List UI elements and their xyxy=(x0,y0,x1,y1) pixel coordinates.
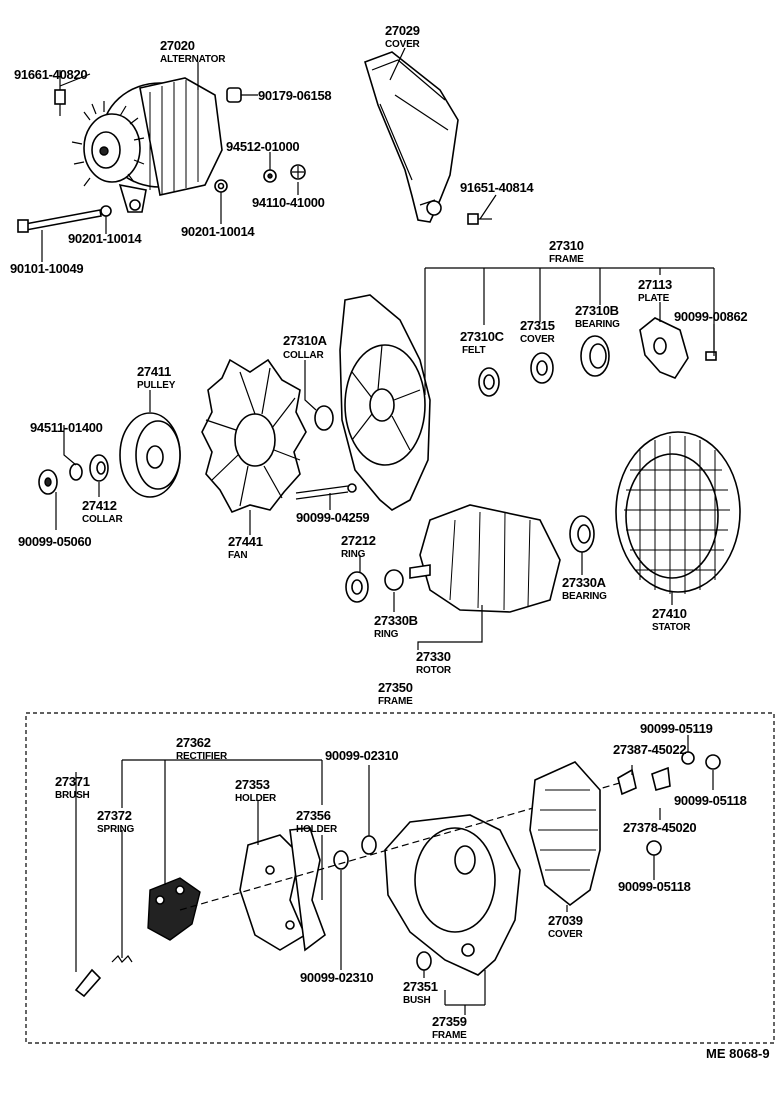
label-27315-name: COVER xyxy=(520,334,556,345)
label-27372-name: SPRING xyxy=(97,824,135,835)
label-27411-name: PULLEY xyxy=(137,380,176,391)
label-94511-01400: 94511-01400 xyxy=(30,420,103,435)
label-27359: 27359 xyxy=(432,1014,467,1029)
middle-parts-drawing xyxy=(38,294,741,613)
label-27212: 27212 xyxy=(341,533,376,548)
label-27351-name: BUSH xyxy=(403,995,431,1006)
label-27353-name: HOLDER xyxy=(235,793,277,804)
label-27411: 27411 xyxy=(137,364,171,379)
label-27330: 27330 xyxy=(416,649,451,664)
label-94512-01000: 94512-01000 xyxy=(226,139,299,154)
label-27353: 27353 xyxy=(235,777,270,792)
label-27330B: 27330B xyxy=(374,613,418,628)
label-90101-10049: 90101-10049 xyxy=(10,261,83,276)
label-27029-name: COVER xyxy=(385,39,421,50)
label-90201-10014-right: 90201-10014 xyxy=(181,224,255,239)
rear-frame-assembly-drawing xyxy=(25,712,775,1044)
label-27113: 27113 xyxy=(638,277,672,292)
label-27310B: 27310B xyxy=(575,303,619,318)
label-27410-name: STATOR xyxy=(652,622,691,633)
label-27330A-name: BEARING xyxy=(562,591,607,602)
label-27350: 27350 xyxy=(378,680,413,695)
label-94110-41000: 94110-41000 xyxy=(252,195,325,210)
label-27113-name: PLATE xyxy=(638,293,670,304)
label-27387-45022: 27387-45022 xyxy=(613,742,686,757)
label-27039-name: COVER xyxy=(548,929,584,940)
label-90099-02310-bottom: 90099-02310 xyxy=(300,970,373,985)
label-27310C: 27310C xyxy=(460,329,505,344)
label-90201-10014-left: 90201-10014 xyxy=(68,231,142,246)
label-27371: 27371 xyxy=(55,774,90,789)
label-27372: 27372 xyxy=(97,808,132,823)
label-90099-05118-bottom: 90099-05118 xyxy=(618,879,691,894)
label-27039: 27039 xyxy=(548,913,583,928)
label-90099-05060: 90099-05060 xyxy=(18,534,91,549)
label-27310B-name: BEARING xyxy=(575,319,620,330)
label-27359-name: FRAME xyxy=(432,1030,467,1041)
label-91661-40820: 91661-40820 xyxy=(14,67,87,82)
cover-bracket-drawing xyxy=(364,51,492,225)
label-27310A-name: COLLAR xyxy=(283,350,324,361)
label-90099-05119: 90099-05119 xyxy=(640,721,713,736)
label-90099-00862: 90099-00862 xyxy=(674,309,747,324)
label-27356-name: HOLDER xyxy=(296,824,338,835)
diagram-reference-code: ME 8068-9 xyxy=(706,1046,770,1061)
label-27371-name: BRUSH xyxy=(55,790,90,801)
label-27356: 27356 xyxy=(296,808,331,823)
label-27330-name: ROTOR xyxy=(416,665,452,676)
label-27029: 27029 xyxy=(385,23,420,38)
label-27330B-name: RING xyxy=(374,629,399,640)
alternator-assembly-drawing xyxy=(17,70,306,233)
frame-27350-dashed-box xyxy=(25,712,775,1044)
label-27350-name: FRAME xyxy=(378,696,413,707)
label-90099-05118-top: 90099-05118 xyxy=(674,793,747,808)
label-27310: 27310 xyxy=(549,238,584,253)
label-27362-name: RECTIFIER xyxy=(176,751,228,762)
leader-lines xyxy=(41,47,715,1015)
label-27315: 27315 xyxy=(520,318,555,333)
label-27378-45020: 27378-45020 xyxy=(623,820,696,835)
label-27212-name: RING xyxy=(341,549,366,560)
part-labels: 27020 ALTERNATOR 27029 COVER 91661-40820… xyxy=(10,23,770,1061)
label-27441-name: FAN xyxy=(228,550,247,561)
label-27412: 27412 xyxy=(82,498,117,513)
label-27020: 27020 xyxy=(160,38,195,53)
label-90179-06158: 90179-06158 xyxy=(258,88,331,103)
label-27310-name: FRAME xyxy=(549,254,584,265)
label-90099-02310-top: 90099-02310 xyxy=(325,748,398,763)
label-27310C-name: FELT xyxy=(462,345,486,356)
label-90099-04259: 90099-04259 xyxy=(296,510,369,525)
label-27410: 27410 xyxy=(652,606,687,621)
label-27310A: 27310A xyxy=(283,333,328,348)
label-27412-name: COLLAR xyxy=(82,514,123,525)
label-27351: 27351 xyxy=(403,979,438,994)
label-27441: 27441 xyxy=(228,534,263,549)
label-27330A: 27330A xyxy=(562,575,607,590)
label-27362: 27362 xyxy=(176,735,211,750)
label-91651-40814: 91651-40814 xyxy=(460,180,534,195)
label-27020-name: ALTERNATOR xyxy=(160,54,226,65)
